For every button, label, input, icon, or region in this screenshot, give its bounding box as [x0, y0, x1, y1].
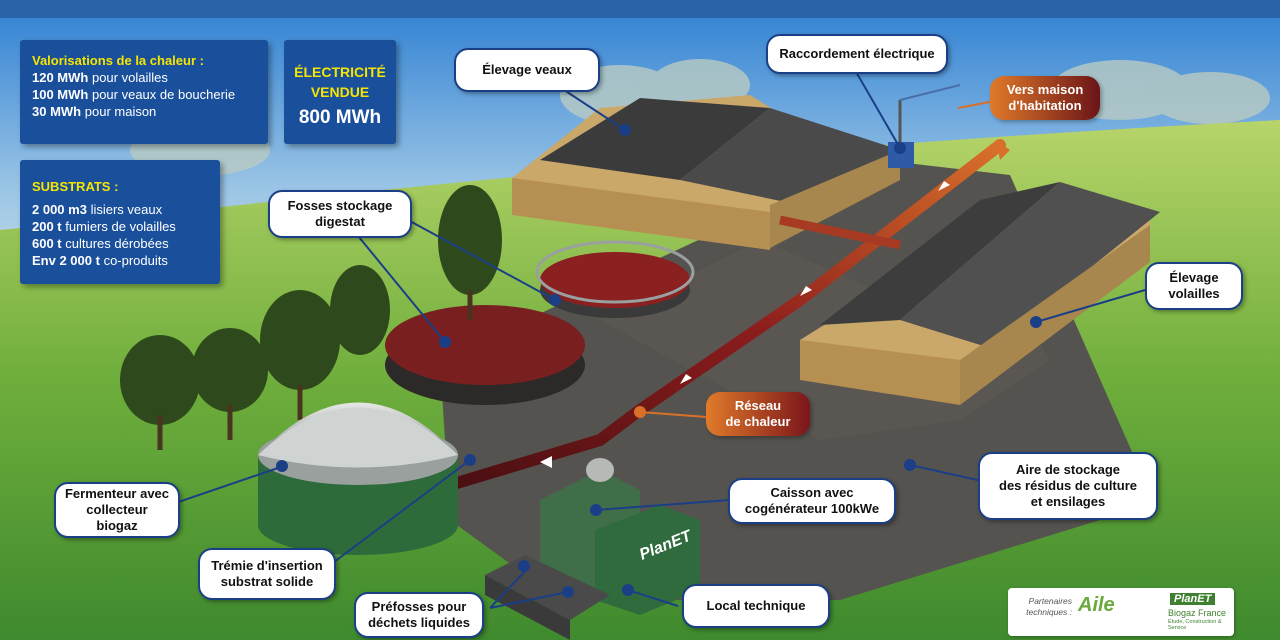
substrate-line: 200 t fumiers de volailles	[32, 219, 176, 234]
planet-subtitle: Biogaz France	[1168, 608, 1227, 618]
heat-line: 100 MWh pour veaux de boucherie	[32, 87, 236, 102]
calf-barn	[512, 95, 900, 250]
electricity-value: 800 MWh	[298, 107, 382, 128]
poultry-barn	[800, 182, 1160, 405]
substrate-line: Env 2 000 t co-produits	[32, 253, 168, 268]
substrate-line: 2 000 m3 lisiers veaux	[32, 202, 163, 217]
heat-line: 120 MWh pour volailles	[32, 70, 168, 85]
fermenter	[258, 402, 458, 555]
heat-valorisation-panel: Valorisations de la chaleur : 120 MWh po…	[20, 40, 268, 144]
heat-line: 30 MWh pour maison	[32, 104, 157, 119]
callout-raccordement-electrique: Raccordement électrique	[766, 34, 948, 74]
planet-logo: PlanET	[1170, 593, 1216, 605]
grid-pole	[888, 84, 961, 168]
callout-local-technique: Local technique	[682, 584, 830, 628]
substrates-title: SUBSTRATS :	[32, 179, 119, 194]
substrates-panel: SUBSTRATS : 2 000 m3 lisiers veaux 200 t…	[20, 160, 220, 284]
digestate-tanks	[385, 240, 695, 405]
planet-tagline: Étude, Construction & Service	[1168, 619, 1222, 631]
substrate-line: 600 t cultures dérobées	[32, 236, 169, 251]
heat-panel-title: Valorisations de la chaleur :	[32, 53, 204, 68]
callout-elevage-veaux: Élevage veaux	[454, 48, 600, 92]
aile-logo: Aile	[1078, 594, 1115, 616]
